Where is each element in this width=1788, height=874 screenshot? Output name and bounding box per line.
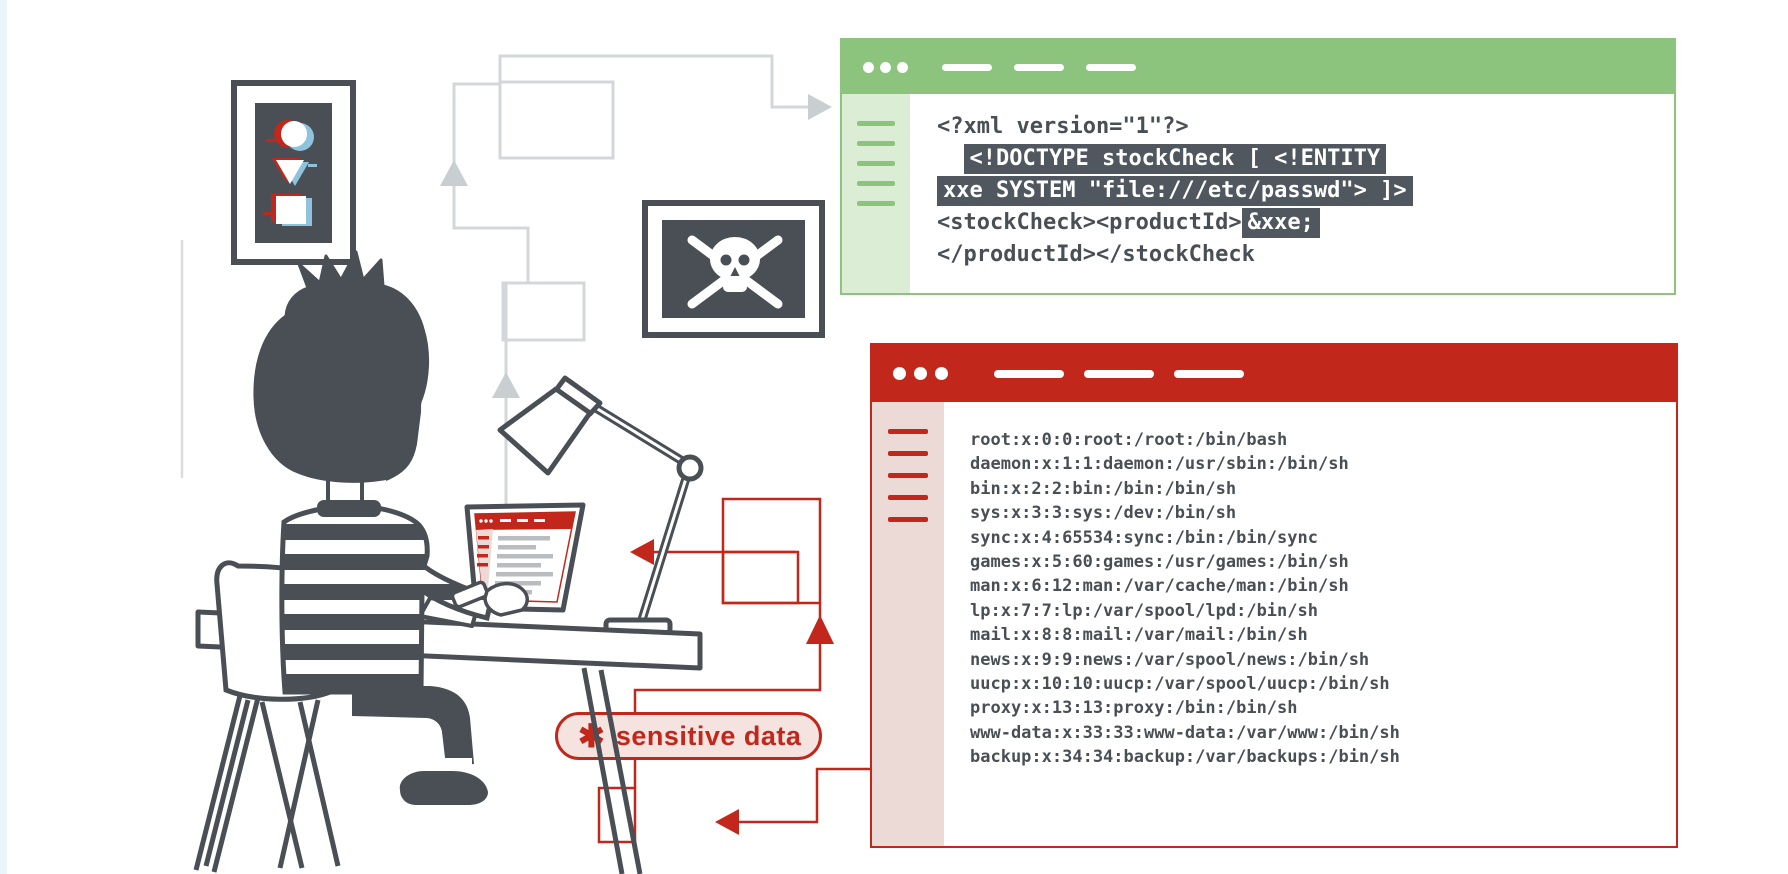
arrow-up-icon xyxy=(806,615,834,644)
lamp-shade xyxy=(497,386,593,476)
window-sidebar xyxy=(872,402,944,846)
request-flow-arrowheads xyxy=(440,94,832,398)
window-dot-icon xyxy=(863,61,874,73)
window-dot-icon xyxy=(893,367,906,380)
skull-poster xyxy=(642,200,825,338)
window-sidebar xyxy=(842,94,910,293)
arrow-up-icon xyxy=(492,372,520,398)
window-titlebar xyxy=(842,40,1674,94)
titlebar-menu-dashes xyxy=(942,63,1158,71)
sidebar-line xyxy=(888,495,928,500)
page-edge-strip xyxy=(0,0,7,874)
skull-crossbones-icon xyxy=(687,235,783,309)
hand xyxy=(483,581,529,617)
sidebar-line xyxy=(888,473,928,478)
window-dot-icon xyxy=(897,61,908,73)
shoe xyxy=(399,771,488,805)
request-flow-connector xyxy=(452,54,810,512)
window-titlebar xyxy=(872,345,1676,402)
arrow-right-icon xyxy=(808,94,832,120)
sidebar-line xyxy=(857,201,895,206)
sidebar-line xyxy=(857,121,895,126)
collar xyxy=(317,500,381,517)
glitch-triangle-icon xyxy=(272,158,317,186)
glitch-circle-icon xyxy=(266,120,314,151)
response-flow-arrowheads xyxy=(630,539,834,835)
window-dot-icon xyxy=(935,367,948,380)
response-flow-connector xyxy=(597,497,872,844)
menu-dash xyxy=(942,63,992,71)
sock-stripe xyxy=(444,758,472,769)
menu-dash xyxy=(1174,369,1244,378)
sidebar-line xyxy=(857,141,895,146)
legs xyxy=(352,686,474,766)
sidebar-line xyxy=(857,181,895,186)
menu-dash xyxy=(994,369,1064,378)
wrist-cuff xyxy=(450,580,489,609)
xxe-payload-code: <?xml version="1"?> <!DOCTYPE stockCheck… xyxy=(910,94,1674,293)
hacker-figure xyxy=(253,250,529,805)
titlebar-menu-dashes xyxy=(994,369,1264,378)
arrow-up-icon xyxy=(440,160,468,186)
traffic-light-dots xyxy=(863,61,914,73)
window-dot-icon xyxy=(880,61,891,73)
traffic-light-dots xyxy=(893,367,956,380)
menu-dash xyxy=(1086,63,1136,71)
sidebar-line xyxy=(888,517,928,522)
hair xyxy=(253,250,430,483)
arrow-left-icon xyxy=(630,539,654,565)
glitch-art-poster xyxy=(231,80,356,265)
xxe-request-window: <?xml version="1"?> <!DOCTYPE stockCheck… xyxy=(840,38,1676,295)
sidebar-line xyxy=(888,451,928,456)
desk-lamp xyxy=(497,375,704,636)
glitch-square-icon xyxy=(263,194,312,226)
sensitive-data-text: sensitive data xyxy=(615,720,802,751)
menu-dash xyxy=(1084,369,1154,378)
arrow-left-icon xyxy=(715,809,739,835)
sidebar-line xyxy=(888,429,928,434)
window-dot-icon xyxy=(914,367,927,380)
sidebar-line xyxy=(857,161,895,166)
menu-dash xyxy=(1014,63,1064,71)
